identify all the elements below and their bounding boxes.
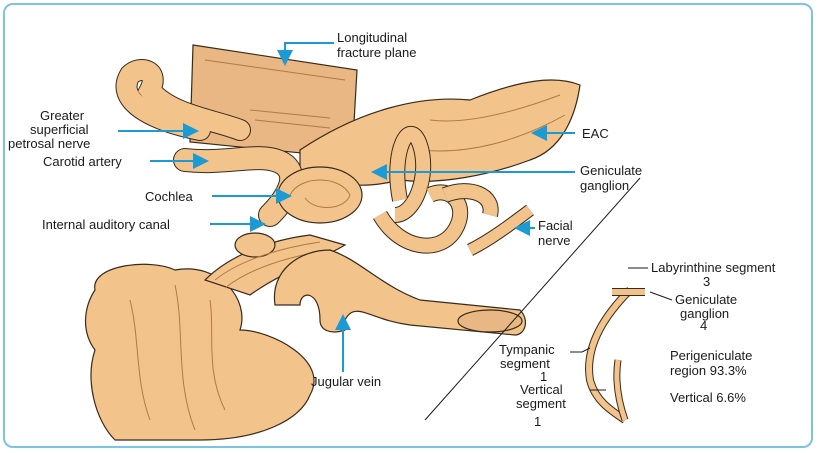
inset-geniculate-1: Geniculate: [675, 292, 737, 307]
label-geniculate-2: ganglion: [580, 178, 629, 193]
inset-vertical-num: 1: [534, 414, 541, 429]
jugular-vein: [273, 249, 527, 336]
brainstem: [84, 263, 315, 441]
label-eac: EAC: [582, 126, 609, 141]
inset-labyrinthine: Labyrinthine segment: [651, 260, 776, 275]
eac: [299, 79, 581, 186]
label-jugular: Jugular vein: [311, 374, 381, 389]
inset-geniculate-2: ganglion: [680, 306, 729, 321]
inset-tympanic-num: 1: [540, 369, 547, 384]
label-iac: Internal auditory canal: [42, 217, 170, 232]
arrows: [118, 42, 575, 372]
inset-vertical-1: Vertical: [520, 382, 563, 397]
internal-auditory-canal: [203, 234, 347, 296]
separator-line: [424, 177, 641, 421]
label-fracture-plane-2: fracture plane: [337, 45, 417, 60]
inset-stat-3: Vertical 6.6%: [670, 390, 746, 405]
inset-geniculate-num: 4: [700, 318, 707, 333]
inset-labyrinthine-num: 3: [703, 274, 710, 289]
figure-frame: [3, 3, 813, 448]
inset-tympanic-1: Tympanic: [499, 342, 555, 357]
label-facial-2: nerve: [538, 233, 571, 248]
label-gspn-2: superficial: [30, 122, 89, 137]
label-fracture-plane-1: Longitudinal: [337, 30, 407, 45]
label-facial-1: Facial: [538, 218, 573, 233]
inset-stat-2: region 93.3%: [670, 363, 747, 378]
inset-vertical-2: segment: [516, 396, 566, 411]
label-gspn-3: petrosal nerve: [8, 136, 90, 151]
inset-tympanic-2: segment: [500, 356, 550, 371]
label-cochlea: Cochlea: [145, 189, 193, 204]
inset-stat-1: Perigeniculate: [670, 348, 752, 363]
label-carotid: Carotid artery: [43, 154, 122, 169]
label-geniculate-1: Geniculate: [580, 163, 642, 178]
cochlea: [277, 166, 363, 224]
label-gspn-1: Greater: [40, 108, 85, 123]
